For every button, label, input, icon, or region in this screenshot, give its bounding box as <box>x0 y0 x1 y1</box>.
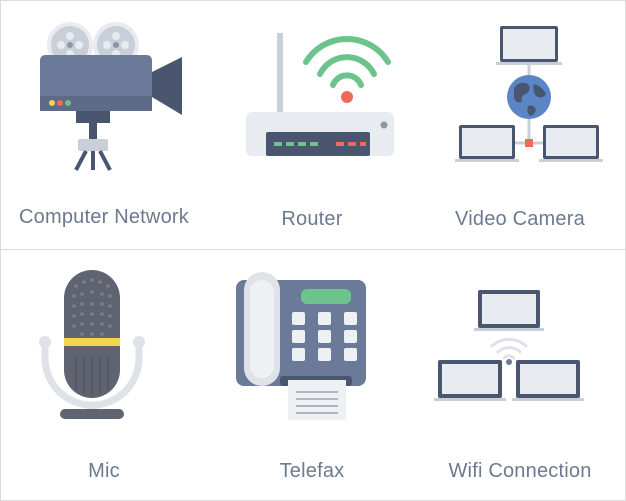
tile-label: Wifi Connection <box>448 460 592 482</box>
tile-video-camera: Video Camera <box>416 0 624 249</box>
tile-wifi-connection: Wifi Connection <box>416 250 624 499</box>
tile-telefax: Telefax <box>208 250 416 499</box>
tile-router: Router <box>208 0 416 249</box>
router-icon <box>246 33 394 156</box>
tile-label: Telefax <box>279 460 345 482</box>
row-divider <box>0 249 626 250</box>
tile-mic: Mic <box>0 250 208 499</box>
computer-network-icon <box>455 26 603 162</box>
tile-label: Mic <box>88 460 120 482</box>
tile-computer-network: Computer Network <box>0 0 208 249</box>
telefax-icon <box>236 272 366 420</box>
tile-label: Computer Network <box>19 206 189 228</box>
video-camera-icon <box>40 22 182 171</box>
microphone-icon <box>39 270 145 419</box>
wifi-connection-icon <box>434 290 584 401</box>
tile-label: Video Camera <box>455 208 585 230</box>
tile-label: Router <box>281 208 343 230</box>
